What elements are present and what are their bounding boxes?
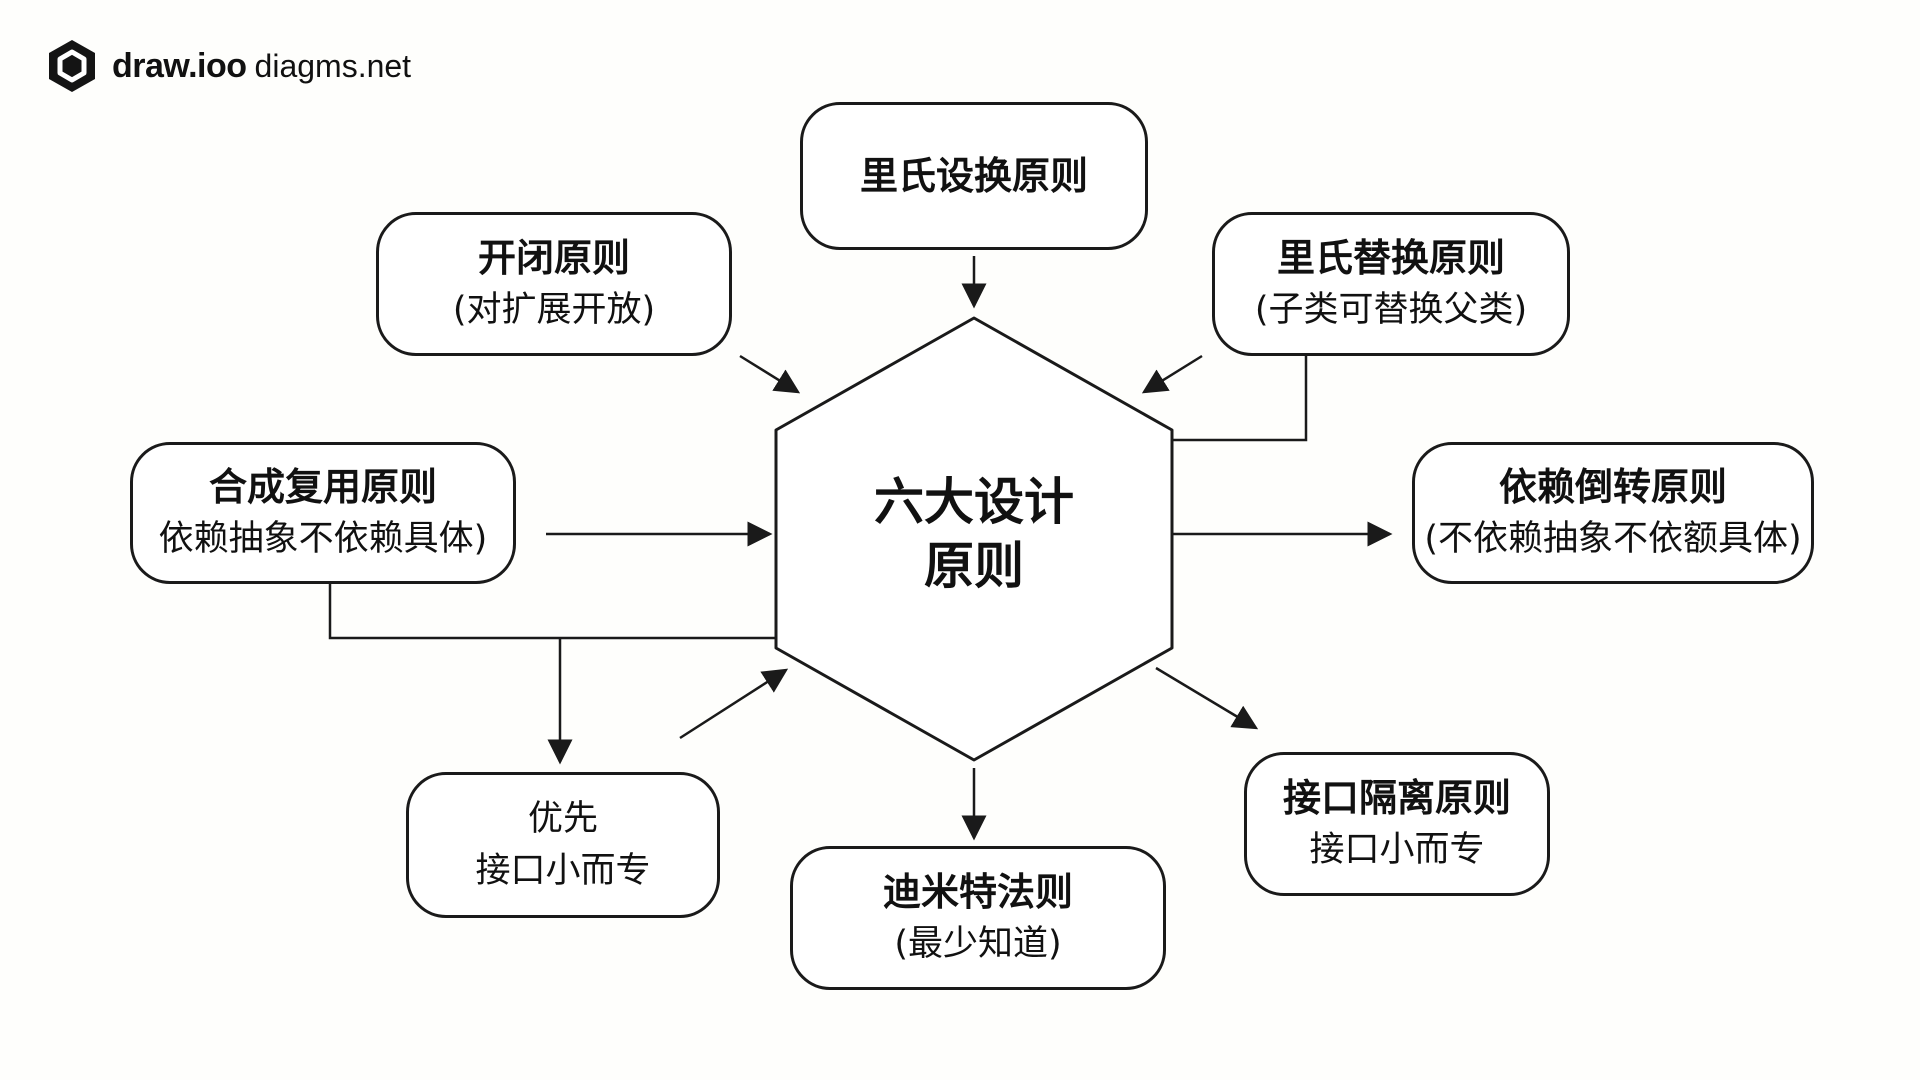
drawio-logo-icon bbox=[49, 40, 95, 92]
node-interface-segregation-subtitle: 接口小而专 bbox=[1309, 830, 1485, 870]
node-demeter[interactable]: 迪米特法则 (最少知道) bbox=[790, 846, 1166, 990]
node-interface-segregation[interactable]: 接口隔离原则 接口小而专 bbox=[1244, 752, 1550, 896]
center-title-line2: 原则 bbox=[924, 537, 1024, 595]
edge-prefer-to-center bbox=[679, 668, 789, 740]
node-prefer-line2: 接口小而专 bbox=[475, 851, 651, 891]
node-open-closed-title: 开闭原则 bbox=[477, 236, 630, 280]
node-composite-reuse[interactable]: 合成复用原则 依赖抽象不依赖具体) bbox=[130, 442, 516, 584]
node-lsp-top-title: 里氏设换原则 bbox=[859, 154, 1088, 198]
node-prefer-line1: 优先 bbox=[527, 799, 598, 839]
node-open-closed-subtitle: (对扩展开放) bbox=[452, 290, 656, 330]
node-lsp-top[interactable]: 里氏设换原则 bbox=[800, 102, 1148, 250]
app-domain: diagms.net bbox=[254, 47, 412, 84]
node-composite-reuse-subtitle: 依赖抽象不依赖具体) bbox=[158, 519, 488, 559]
center-hexagon[interactable] bbox=[774, 316, 1174, 762]
center-title-line1: 六大设计 bbox=[874, 473, 1074, 531]
node-dependency-inversion-title: 依赖倒转原则 bbox=[1498, 465, 1727, 509]
node-prefer[interactable]: 优先 接口小而专 bbox=[406, 772, 720, 918]
edge-crp-bracket bbox=[328, 584, 776, 640]
node-demeter-title: 迪米特法则 bbox=[882, 870, 1073, 914]
node-dependency-inversion[interactable]: 依赖倒转原则 (不依赖抽象不依额具体) bbox=[1412, 442, 1814, 584]
node-interface-segregation-title: 接口隔离原则 bbox=[1282, 776, 1511, 820]
edge-center-to-isp bbox=[1155, 666, 1259, 730]
brand-logo: draw.ioo diagms.net bbox=[46, 38, 411, 94]
node-dependency-inversion-subtitle: (不依赖抽象不依额具体) bbox=[1424, 519, 1802, 559]
node-composite-reuse-title: 合成复用原则 bbox=[208, 465, 437, 509]
node-liskov-subtitle: (子类可替换父类) bbox=[1254, 290, 1528, 330]
edge-ocp-to-center bbox=[739, 354, 801, 394]
center-title: 六大设计 原则 bbox=[776, 470, 1172, 598]
node-demeter-subtitle: (最少知道) bbox=[894, 924, 1062, 964]
edge-lsp-right-bracket bbox=[1172, 356, 1308, 442]
node-liskov[interactable]: 里氏替换原则 (子类可替换父类) bbox=[1212, 212, 1570, 356]
app-name: draw.ioo bbox=[112, 46, 247, 85]
edge-lsp-right-to-center bbox=[1141, 354, 1203, 394]
node-liskov-title: 里氏替换原则 bbox=[1276, 236, 1505, 280]
node-open-closed[interactable]: 开闭原则 (对扩展开放) bbox=[376, 212, 732, 356]
